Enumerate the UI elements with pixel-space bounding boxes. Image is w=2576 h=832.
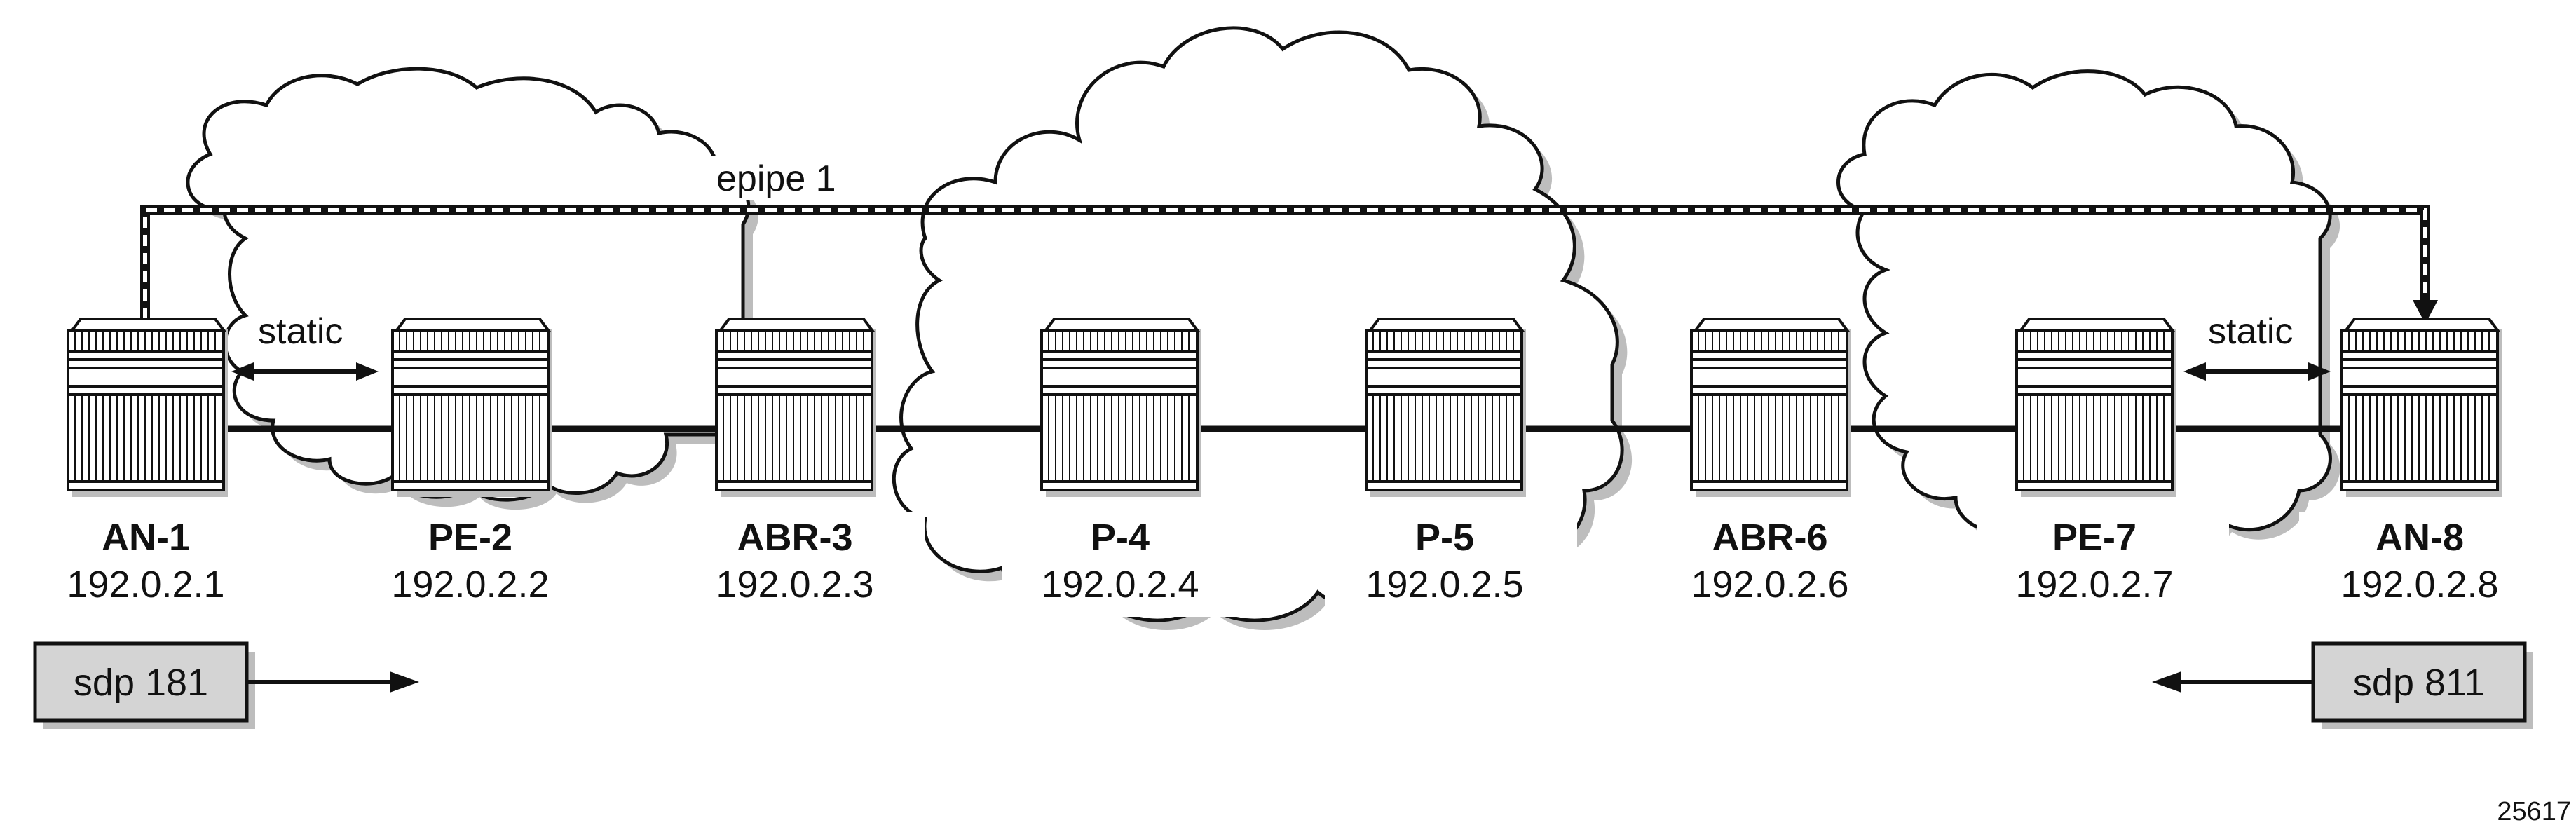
node-labels: AN-1 192.0.2.1 PE-2 192.0.2.2 ABR-3 192.… (67, 517, 2498, 606)
sdp-181-label: sdp 181 (74, 662, 208, 704)
sdp-181-arrowhead (390, 671, 419, 693)
node-ip-pe2: 192.0.2.2 (391, 564, 549, 606)
node-ip-p4: 192.0.2.4 (1041, 564, 1199, 606)
router-an8-icon (2340, 318, 2503, 498)
router-p5-icon (1365, 318, 1527, 498)
router-an1-icon (67, 318, 229, 498)
node-name-pe2: PE-2 (428, 517, 512, 559)
router-p4-icon (1040, 318, 1203, 498)
cloud-left (186, 67, 751, 502)
node-ip-p5: 192.0.2.5 (1365, 564, 1523, 606)
node-name-abr6: ABR-6 (1712, 517, 1827, 559)
sdp-181: sdp 181 (33, 641, 419, 729)
epipe-label: epipe 1 (716, 158, 836, 199)
router-abr3-icon (715, 318, 878, 498)
router-pe7-icon (2015, 318, 2178, 498)
sdp-181-box (33, 641, 249, 723)
sdp-811-arrowhead (2152, 671, 2181, 693)
static-label-left: static (258, 311, 343, 352)
router-abr6-icon (1690, 318, 1853, 498)
router-pe2-icon (391, 318, 554, 498)
node-ip-an1: 192.0.2.1 (67, 564, 224, 606)
node-name-an1: AN-1 (102, 517, 190, 559)
static-arrow-right (2183, 362, 2331, 381)
node-name-abr3: ABR-3 (737, 517, 852, 559)
node-name-an8: AN-8 (2376, 517, 2464, 559)
static-arrow-left (231, 362, 379, 381)
node-ip-abr3: 192.0.2.3 (716, 564, 873, 606)
node-name-p4: P-4 (1091, 517, 1150, 559)
epipe-path (140, 205, 2438, 324)
sdp-811-box (2311, 641, 2527, 723)
figure-number: 25617 (2497, 797, 2571, 826)
label-backgrounds (28, 512, 2565, 617)
sdp-811: sdp 811 (2152, 641, 2533, 729)
node-name-pe7: PE-7 (2052, 517, 2137, 559)
node-ip-abr6: 192.0.2.6 (1691, 564, 1848, 606)
epipe-label-bg (708, 156, 876, 200)
epipe-arrowhead (2413, 300, 2438, 324)
node-ip-pe7: 192.0.2.7 (2015, 564, 2173, 606)
static-label-right: static (2208, 311, 2293, 352)
node-ip-an8: 192.0.2.8 (2340, 564, 2498, 606)
sdp-811-label: sdp 811 (2353, 662, 2485, 704)
node-name-p5: P-5 (1415, 517, 1474, 559)
